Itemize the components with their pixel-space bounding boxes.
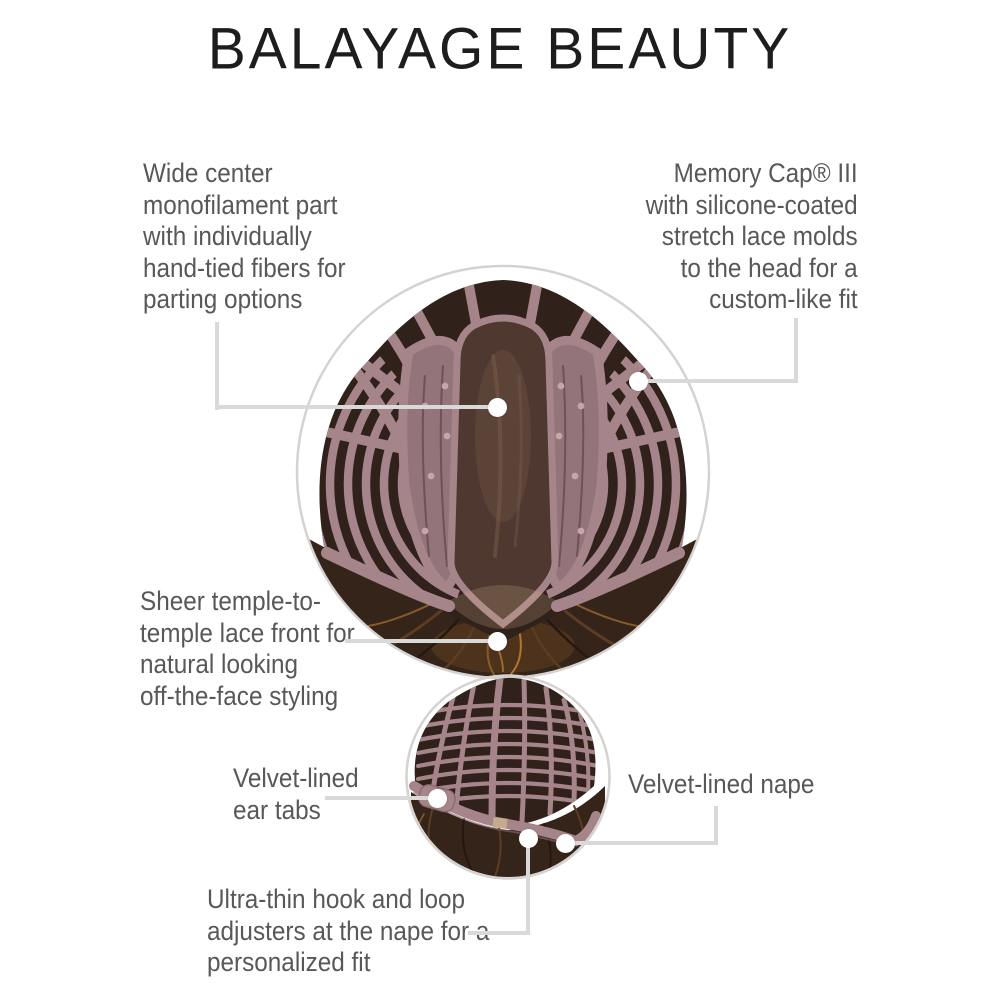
- callout-dot-ear-tab: [428, 789, 447, 808]
- front-cap-photo: [295, 264, 711, 680]
- callout-dot-nape: [556, 834, 575, 853]
- connector-line: [638, 379, 798, 383]
- callout-nape: Velvet-lined nape: [628, 769, 815, 799]
- connector-line: [345, 639, 499, 643]
- front-bottom-band-left: [321, 547, 455, 612]
- callout-memory-cap: Memory Cap® III with silicone-coated str…: [645, 158, 858, 314]
- connector-line: [215, 322, 219, 410]
- back-adjuster-patch: [492, 817, 508, 829]
- callout-lace-front: Sheer temple-to- temple lace front for n…: [140, 586, 355, 711]
- connector-line: [468, 931, 530, 935]
- connector-line: [714, 806, 718, 845]
- callout-dot-monofilament: [488, 398, 507, 417]
- connector-line: [215, 405, 499, 409]
- product-title: BALAYAGE BEAUTY: [207, 16, 793, 82]
- front-photo-ring: [295, 264, 711, 680]
- back-photo-ring: [405, 674, 611, 880]
- callout-dot-lace-front: [488, 632, 507, 651]
- front-monofilament-panel: [447, 314, 559, 629]
- callout-ear-tabs: Velvet-lined ear tabs: [233, 763, 359, 825]
- front-bottom-band-right: [551, 547, 685, 612]
- callout-monofilament-part: Wide center monofilament part with indiv…: [143, 158, 346, 314]
- callout-adjusters: Ultra-thin hook and loop adjusters at th…: [207, 884, 489, 977]
- callout-dot-adjusters: [519, 829, 538, 848]
- connector-line: [526, 838, 530, 935]
- front-lace-front-sheer: [447, 585, 559, 629]
- back-nape-band: [409, 781, 601, 847]
- connector-line: [325, 796, 439, 800]
- back-hair: [411, 786, 605, 877]
- callout-dot-memory-cap: [629, 372, 648, 391]
- connector-line: [794, 318, 798, 383]
- back-cap-photo: [405, 674, 611, 880]
- connector-line: [565, 841, 718, 845]
